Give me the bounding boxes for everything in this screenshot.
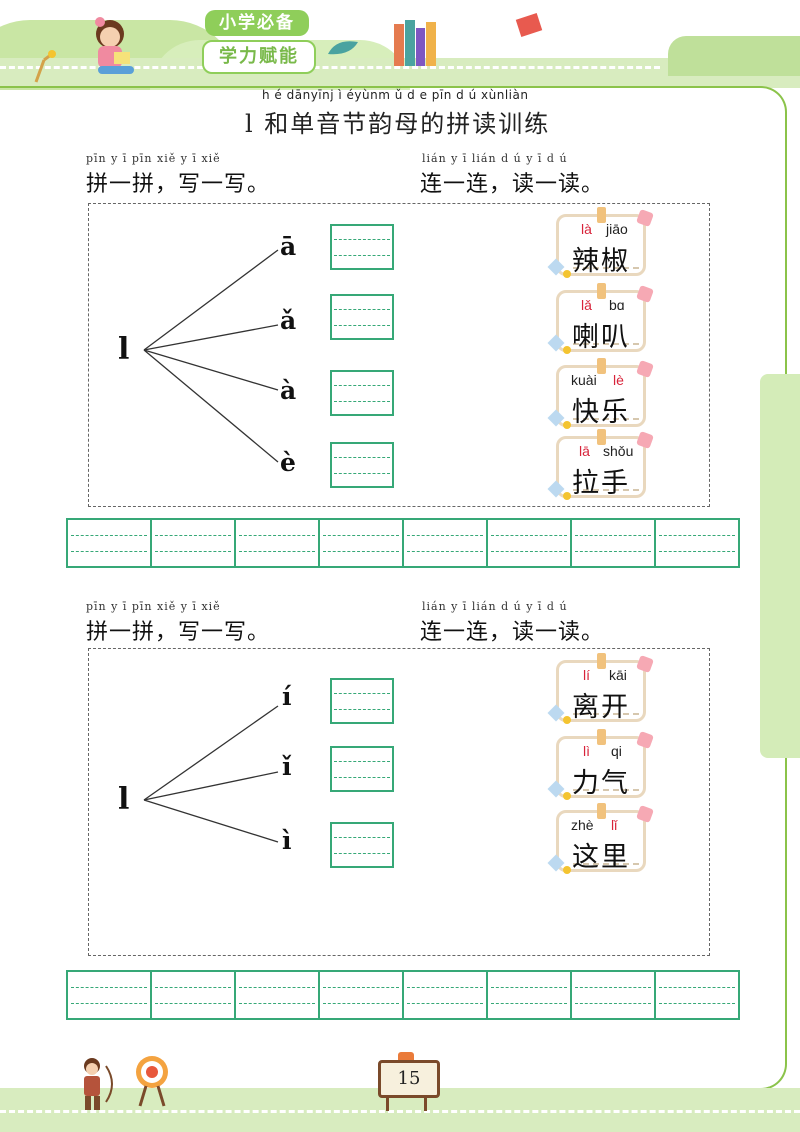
writing-box[interactable]	[330, 822, 394, 868]
word-card[interactable]: là jiāo 辣椒	[547, 207, 654, 278]
card-pinyin: bɑ	[609, 297, 625, 313]
word-card[interactable]: lǎ bɑ 喇叭	[547, 283, 654, 354]
instruction-connect-read: 连一连，读一读。	[420, 620, 605, 645]
card-pinyin: lè	[613, 372, 624, 388]
card-pinyin: lā	[579, 443, 590, 459]
branch-lines	[143, 249, 279, 463]
lamp-icon	[34, 50, 56, 83]
card-hanzi: 这里	[572, 842, 630, 873]
card-pinyin: lí	[583, 667, 590, 683]
vowel-letter: à	[280, 376, 297, 405]
word-card[interactable]: lí kāi 离开	[547, 653, 654, 724]
card-pinyin: shǒu	[603, 443, 634, 459]
word-card[interactable]: kuài lè 快乐	[547, 358, 654, 429]
card-pinyin: kuài	[571, 372, 597, 388]
board-leg	[386, 1095, 389, 1111]
card-hanzi: 辣椒	[572, 246, 630, 277]
exercise-box	[88, 203, 710, 507]
target-icon	[136, 1056, 168, 1107]
instruction-spell-write: 拼一拼，写一写。	[86, 172, 271, 197]
writing-box[interactable]	[330, 294, 394, 340]
card-pinyin: kāi	[609, 667, 627, 683]
exercise-box	[88, 648, 710, 956]
header-badge-bottom: 学力赋能	[202, 40, 316, 74]
writing-box[interactable]	[330, 442, 394, 488]
word-card[interactable]: lā shǒu 拉手	[547, 429, 654, 500]
consonant-letter: l	[118, 332, 130, 367]
card-pinyin: lǎ	[581, 297, 592, 313]
card-pinyin: là	[581, 221, 592, 237]
writing-grid-row[interactable]	[66, 970, 740, 1020]
card-pinyin: lì	[583, 743, 590, 759]
card-pinyin: lǐ	[611, 817, 618, 833]
card-pinyin: zhè	[571, 817, 594, 833]
board-cap	[398, 1052, 414, 1062]
archer-illustration	[84, 1058, 113, 1110]
card-hanzi: 离开	[572, 692, 630, 723]
branch-lines	[143, 705, 279, 843]
card-hanzi: 喇叭	[572, 322, 630, 353]
flying-book-icon	[515, 13, 543, 37]
instruction-spell-write: 拼一拼，写一写。	[86, 620, 271, 645]
instruction-pinyin: lián y ī lián d ú y ī d ú	[422, 600, 568, 613]
instruction-pinyin: pīn y ī pīn xiě y ī xiě	[86, 600, 221, 613]
vowel-letter: ā	[280, 232, 297, 261]
card-hanzi: 快乐	[572, 397, 630, 428]
instruction-connect-read: 连一连，读一读。	[420, 172, 605, 197]
vowel-letter: è	[280, 448, 296, 477]
footer-road-dashes	[0, 1110, 800, 1113]
vowel-letter: ì	[282, 826, 292, 855]
title-pinyin: h é dānyīnj ì éyùnm ǔ d e pīn d ú xùnlià…	[262, 88, 529, 102]
instruction-pinyin: pīn y ī pīn xiě y ī xiě	[86, 152, 221, 165]
card-hanzi: 拉手	[572, 468, 630, 499]
vowel-letter: ǎ	[280, 306, 297, 335]
writing-grid-row[interactable]	[66, 518, 740, 568]
consonant-letter: l	[118, 782, 130, 817]
vowel-letter: í	[282, 682, 292, 711]
leaf-icon	[328, 41, 358, 55]
page-title: l 和单音节韵母的拼读训练	[245, 110, 551, 138]
header-badge-top: 小学必备	[205, 10, 309, 36]
word-card[interactable]: zhè lǐ 这里	[547, 803, 654, 874]
writing-box[interactable]	[330, 370, 394, 416]
side-tab	[760, 374, 800, 758]
vowel-letter: ǐ	[282, 752, 292, 781]
writing-box[interactable]	[330, 678, 394, 724]
writing-box[interactable]	[330, 224, 394, 270]
instruction-pinyin: lián y ī lián d ú y ī d ú	[422, 152, 568, 165]
card-pinyin: jiāo	[606, 221, 628, 237]
writing-box[interactable]	[330, 746, 394, 792]
header-right-tab	[668, 36, 800, 76]
header-road-dashes	[0, 66, 660, 69]
page-number: 15	[378, 1060, 440, 1098]
card-hanzi: 力气	[572, 768, 630, 799]
board-leg	[424, 1095, 427, 1111]
reading-girl-illustration	[95, 17, 134, 74]
books-icon	[394, 20, 436, 66]
word-card[interactable]: lì qi 力气	[547, 729, 654, 800]
card-pinyin: qi	[611, 743, 622, 759]
